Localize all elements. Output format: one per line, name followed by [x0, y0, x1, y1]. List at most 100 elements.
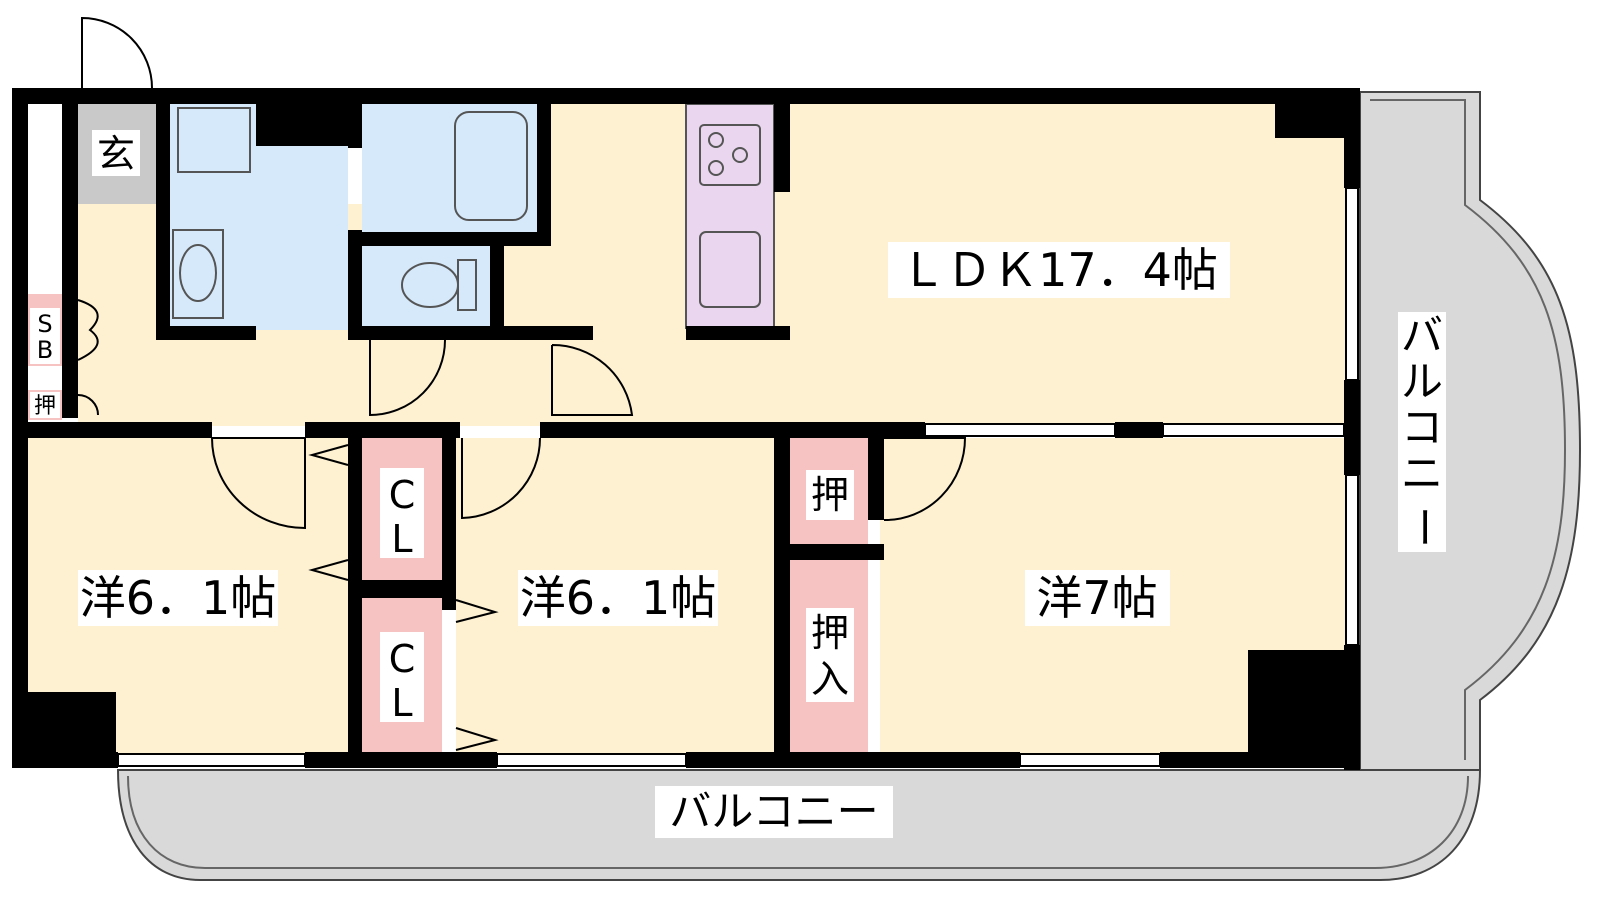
kitchen-sink-icon: [699, 231, 761, 308]
shoe-box-label-b: B: [37, 336, 53, 364]
windows: [117, 187, 1359, 767]
fixtures: [172, 107, 761, 319]
wall-left-inner: [62, 88, 78, 418]
room-right-label: 洋7帖: [1036, 571, 1157, 625]
wall-closet-right: [442, 438, 456, 580]
wall-bottom-c: [686, 752, 1020, 768]
pillar-bottom-right: [1248, 650, 1360, 768]
window-right-upper: [1345, 187, 1359, 381]
washbasin-icon: [172, 229, 224, 319]
ldk-label-bg: [888, 242, 1230, 298]
bathroom-floor: [362, 104, 537, 232]
labels: ＬＤＫ17．4帖 洋6．1帖 洋6．1帖 洋7帖 玄 S B 押 C L C L…: [30, 130, 1448, 838]
door-swing-icon: [455, 599, 499, 623]
wall-closet-mid: [348, 580, 456, 598]
window-ldk-room: [924, 423, 1116, 437]
closet-upper-label-c: C: [389, 473, 416, 517]
room-center-label-bg: [518, 570, 718, 626]
balcony-right-label-3: コ: [1401, 403, 1443, 452]
walls: [12, 88, 1360, 770]
room-center-label: 洋6．1帖: [520, 571, 717, 625]
door-swing-icon: [308, 444, 349, 466]
wall-bath-left-low: [348, 230, 362, 340]
closet-small-label-bg: [30, 392, 60, 418]
balcony-right: [1359, 91, 1582, 771]
door-swing-icon: [77, 394, 99, 416]
room-left-label-bg: [78, 570, 278, 626]
window-bottom-left: [117, 753, 306, 767]
door-swing-icon: [211, 437, 306, 530]
closet-lower-label-bg: [380, 632, 424, 722]
wall-bath-bottom: [348, 232, 551, 246]
entrance-label-bg: [92, 130, 140, 176]
closet-right-upper-label-bg: [806, 470, 854, 520]
balcony-bottom: [116, 689, 1481, 881]
doors: [77, 16, 967, 751]
closet-right-lower-label-bg: [806, 608, 854, 702]
wall-bath-right: [537, 88, 551, 246]
closet-upper-label-l: L: [391, 517, 412, 561]
room-right-label-bg: [1025, 570, 1170, 626]
wall-mid-b: [305, 422, 460, 438]
wall-washroom-bottom: [156, 326, 256, 340]
balcony-right-label-1: バ: [1401, 311, 1443, 360]
balcony-area: [116, 91, 1582, 881]
wall-room-center-right: [774, 438, 790, 768]
wall-toilet-bottom: [348, 326, 593, 340]
balcony-right-label-bg: [1398, 312, 1446, 552]
shoe-box-label-bg: [30, 308, 60, 364]
wall-room-left-right: [348, 438, 362, 768]
toilet-floor: [362, 245, 490, 327]
balcony-right-label-2: ル: [1401, 357, 1443, 406]
balcony-bottom-label-bg: [655, 786, 893, 838]
door-swing-icon: [551, 343, 634, 416]
window-right-lower: [1345, 474, 1359, 646]
wall-oshi-mid: [774, 544, 884, 560]
pillar-top-right: [1275, 88, 1360, 138]
closet-upper-label-bg: [380, 468, 424, 558]
bathtub-icon: [454, 111, 528, 221]
ldk-label: ＬＤＫ17．4帖: [900, 243, 1218, 297]
wall-kitchen-bottom: [686, 326, 790, 340]
wall-mid-c: [540, 422, 925, 438]
closet-right-lower-label-2: 入: [811, 657, 849, 701]
room-left-label: 洋6．1帖: [80, 571, 277, 625]
wall-washroom-left: [156, 88, 170, 340]
balcony-right-label-4: ニ: [1401, 449, 1443, 498]
closet-right-lower-label-1: 押: [811, 611, 849, 655]
shoe-box-label-s: S: [37, 310, 52, 338]
door-swing-icon: [455, 727, 499, 751]
closet-lower-label-l: L: [391, 681, 412, 725]
wall-mid-d: [1115, 422, 1163, 438]
entrance-label: 玄: [97, 132, 135, 176]
closet-right-upper-label: 押: [811, 473, 849, 517]
stove-icon: [699, 124, 761, 186]
door-swing-icon: [461, 437, 541, 520]
door-swing-icon: [81, 16, 153, 89]
wall-kitchen-right: [774, 88, 790, 192]
wall-bath-left: [348, 88, 362, 148]
wall-toilet-right: [490, 232, 504, 340]
door-swing-icon: [308, 559, 349, 581]
door-swing-icon: [369, 339, 446, 417]
toilet-icon: [401, 259, 477, 311]
door-swing-icon: [883, 437, 967, 522]
wall-oshi-right: [868, 438, 884, 520]
wall-closet-right-low: [442, 598, 456, 610]
pillar-washroom: [256, 88, 348, 146]
balcony-bottom-railing: [127, 775, 1469, 869]
washer-space-icon: [177, 107, 251, 173]
closet-lower-label-c: C: [389, 637, 416, 681]
balcony-right-label-5: ー: [1399, 506, 1448, 548]
window-ldk-room-b: [1162, 423, 1345, 437]
balcony-bottom-label: バルコニー: [669, 787, 878, 836]
wall-bottom-b: [305, 752, 497, 768]
pillar-bottom-left: [12, 692, 116, 768]
closet-small-label: 押: [34, 394, 56, 419]
wall-top: [12, 88, 1360, 104]
door-swing-icon: [77, 299, 99, 361]
window-bottom-center: [496, 753, 687, 767]
wall-right-mid: [1344, 380, 1360, 475]
balcony-right-railing: [1370, 99, 1567, 760]
